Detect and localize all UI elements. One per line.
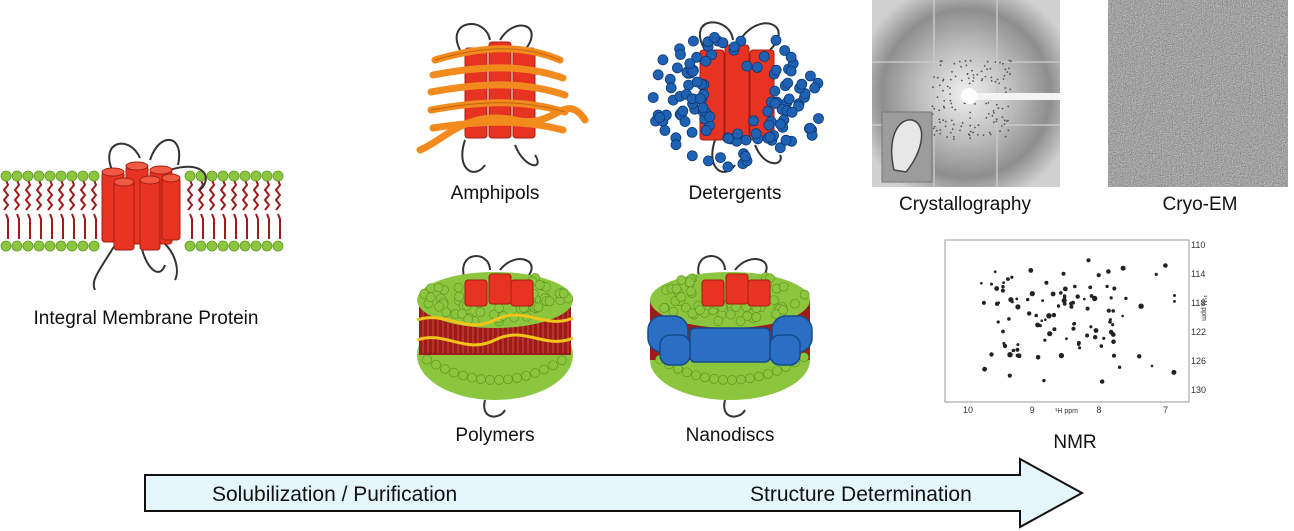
arrow-label-structure-determination: Structure Determination (750, 483, 972, 506)
process-arrow (140, 455, 1090, 531)
label-integral-membrane-protein: Integral Membrane Protein (33, 308, 259, 329)
nmr-y-tick: 118 (1191, 298, 1205, 308)
label-crystallography: Crystallography (899, 194, 1031, 215)
cryoem-image (1108, 0, 1288, 187)
nmr-ylabel: ¹⁵N ppm (1200, 295, 1207, 321)
arrow-label-solubilization: Solubilization / Purification (212, 483, 458, 506)
nanodiscs-figure (640, 250, 820, 420)
nmr-x-tick: 7 (1163, 405, 1168, 415)
nmr-x-tick: 8 (1096, 405, 1101, 415)
nmr-y-tick: 130 (1191, 385, 1206, 395)
label-detergents: Detergents (688, 183, 782, 204)
label-cryoem: Cryo-EM (1162, 194, 1238, 215)
polymers-figure (405, 250, 585, 420)
nmr-y-tick: 122 (1191, 327, 1206, 337)
nmr-y-tick: 110 (1191, 240, 1205, 250)
label-nmr: NMR (1053, 432, 1097, 453)
label-nanodiscs: Nanodiscs (685, 425, 775, 446)
membrane-protein-figure (0, 130, 290, 290)
nmr-xlabel: ¹H ppm (1055, 408, 1078, 415)
crystallography-image (872, 0, 1060, 187)
amphipols-figure (405, 20, 590, 180)
label-amphipols: Amphipols (450, 183, 540, 204)
label-polymers: Polymers (455, 425, 535, 446)
detergents-figure (645, 15, 825, 180)
nmr-x-tick: 9 (1030, 405, 1035, 415)
nmr-y-tick: 126 (1191, 356, 1206, 366)
nmr-x-tick: 10 (963, 405, 973, 415)
nmr-y-tick: 114 (1191, 269, 1205, 279)
nmr-spectrum: 10 9 8 7 110 114 118 122 126 130 ¹H ppm ¹⁵N ppm (940, 237, 1210, 417)
